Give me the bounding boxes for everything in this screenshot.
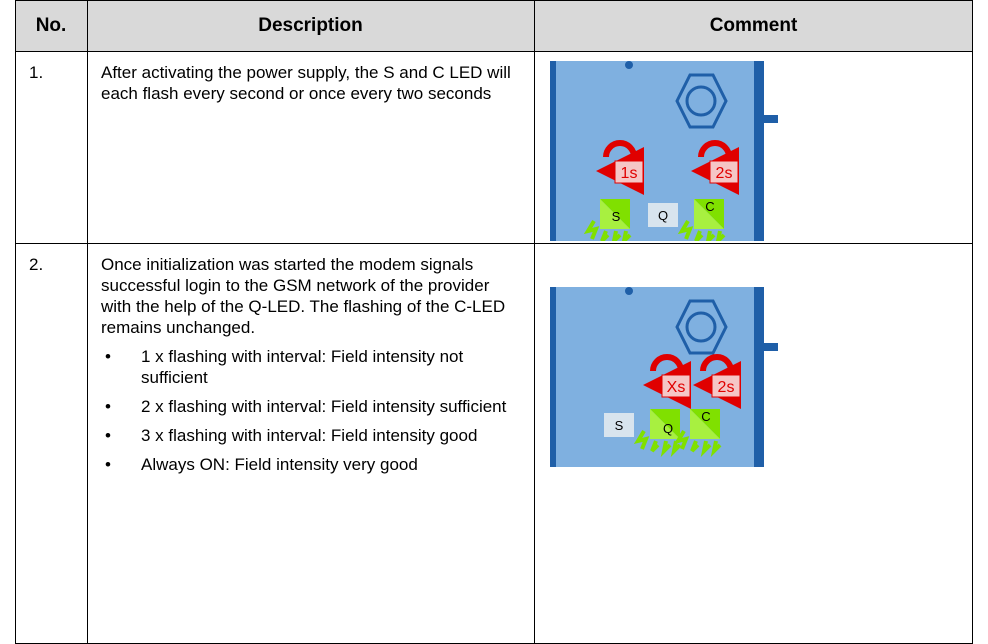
header-no-label: No. bbox=[35, 14, 67, 36]
led-s: S bbox=[604, 413, 634, 437]
screw-icon bbox=[625, 61, 633, 69]
device-frame-left bbox=[550, 61, 556, 241]
led-s: S bbox=[583, 199, 632, 241]
table-border-top bbox=[15, 0, 973, 1]
table-border-header bbox=[15, 51, 973, 52]
timer-label-2: 2s bbox=[716, 165, 733, 182]
table-divider-2 bbox=[534, 0, 535, 644]
svg-text:S: S bbox=[612, 209, 621, 224]
row-2-led-illustration: Xs 2s S Q C bbox=[550, 287, 778, 467]
header-description: Description bbox=[87, 0, 534, 51]
svg-text:C: C bbox=[705, 199, 714, 214]
svg-text:S: S bbox=[615, 418, 624, 433]
table-border-row bbox=[15, 243, 973, 244]
device-frame bbox=[754, 287, 764, 467]
led-c: C bbox=[673, 409, 722, 458]
header-comment-label: Comment bbox=[709, 14, 798, 36]
svg-text:Q: Q bbox=[658, 208, 668, 223]
list-item: 1 x flashing with interval: Field intens… bbox=[101, 346, 514, 388]
screw-icon bbox=[625, 287, 633, 295]
header-comment: Comment bbox=[534, 0, 973, 51]
led-q: Q bbox=[633, 409, 682, 458]
device-frame bbox=[754, 61, 764, 241]
row-2-description-text: Once initialization was started the mode… bbox=[101, 255, 506, 337]
svg-text:Q: Q bbox=[663, 421, 673, 436]
timer-label-1: 1s bbox=[621, 165, 638, 182]
table-divider-1 bbox=[87, 0, 88, 644]
header-description-label: Description bbox=[258, 14, 363, 36]
row-1-number: 1. bbox=[15, 51, 87, 243]
header-no: No. bbox=[15, 0, 87, 51]
row-1-number-text: 1. bbox=[29, 63, 44, 82]
led-q: Q bbox=[648, 203, 678, 227]
row-1-comment: 1s 2s S Q C bbox=[534, 51, 973, 243]
row-1-description: After activating the power supply, the S… bbox=[87, 51, 534, 243]
svg-text:C: C bbox=[701, 409, 710, 424]
instruction-table: No. Description Comment 1. After activat… bbox=[15, 0, 973, 644]
row-2-number-text: 2. bbox=[29, 255, 44, 274]
led-c: C bbox=[677, 199, 726, 241]
timer-label-1: Xs bbox=[667, 379, 686, 396]
device-connector bbox=[764, 115, 778, 123]
row-2-bullet-list: 1 x flashing with interval: Field intens… bbox=[101, 346, 514, 475]
row-1-description-text: After activating the power supply, the S… bbox=[101, 63, 511, 103]
row-2-comment: Xs 2s S Q C bbox=[534, 243, 973, 644]
hex-nut-icon bbox=[675, 299, 728, 355]
table-border-left bbox=[15, 0, 16, 644]
list-item: 3 x flashing with interval: Field intens… bbox=[101, 425, 514, 446]
hex-nut-icon bbox=[675, 73, 728, 129]
list-item: 2 x flashing with interval: Field intens… bbox=[101, 396, 514, 417]
table-border-right bbox=[972, 0, 973, 644]
row-1-led-illustration: 1s 2s S Q C bbox=[550, 61, 778, 241]
device-connector bbox=[764, 343, 778, 351]
list-item: Always ON: Field intensity very good bbox=[101, 454, 514, 475]
timer-label-2: 2s bbox=[718, 379, 735, 396]
row-2-description: Once initialization was started the mode… bbox=[87, 243, 534, 644]
row-2-number: 2. bbox=[15, 243, 87, 644]
device-frame-left bbox=[550, 287, 556, 467]
